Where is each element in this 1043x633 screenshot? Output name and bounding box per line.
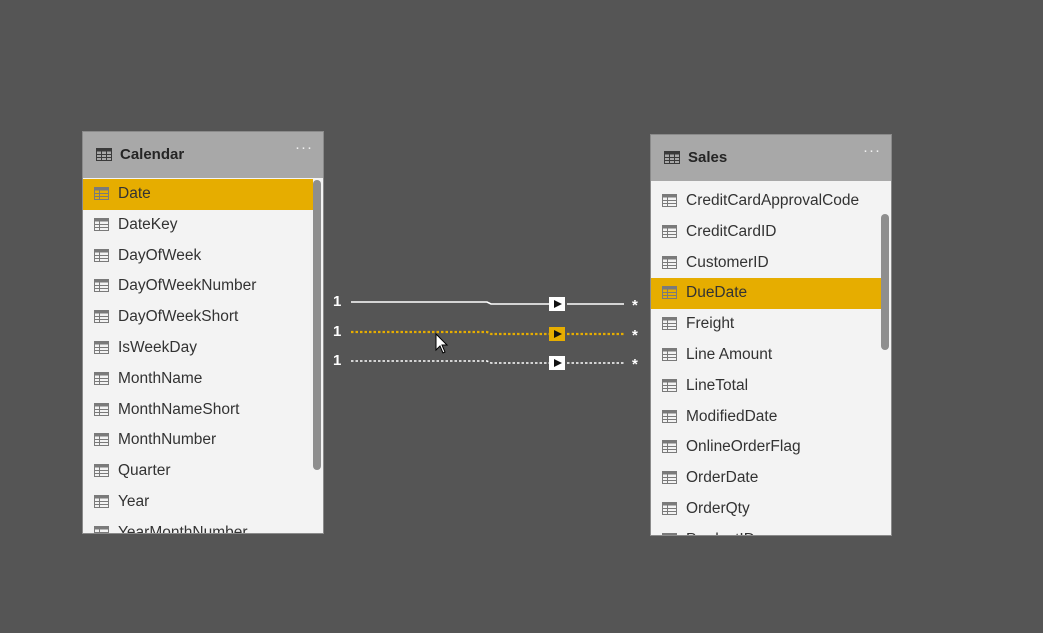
- cardinality-many-label: *: [632, 297, 638, 314]
- sales-field-row[interactable]: OrderQty: [651, 494, 881, 525]
- table-column-icon: [94, 494, 109, 508]
- sales-scrollbar[interactable]: [881, 214, 889, 350]
- field-name: Date: [118, 185, 151, 202]
- calendar-field-row[interactable]: DayOfWeek: [83, 241, 313, 272]
- relationship-3[interactable]: [351, 356, 624, 370]
- calendar-field-row[interactable]: MonthNameShort: [83, 395, 313, 426]
- table-column-icon: [662, 286, 677, 300]
- table-column-icon: [94, 279, 109, 293]
- table-column-icon: [94, 187, 109, 200]
- calendar-field-row[interactable]: DateKey: [83, 210, 313, 241]
- field-name: Line Amount: [686, 345, 773, 363]
- field-name: ProductID: [686, 531, 755, 535]
- table-column-icon: [662, 440, 677, 454]
- sales-more-options-icon[interactable]: ···: [863, 142, 881, 159]
- table-column-icon: [662, 409, 677, 423]
- sales-table-title: Sales: [688, 149, 728, 166]
- field-name: Quarter: [118, 462, 171, 480]
- table-column-icon: [662, 317, 677, 331]
- field-name: CustomerID: [686, 253, 769, 271]
- calendar-field-row[interactable]: Date: [83, 179, 313, 210]
- table-column-icon: [94, 217, 109, 231]
- cardinality-one-label: 1: [333, 323, 342, 340]
- calendar-more-options-icon[interactable]: ···: [295, 139, 313, 156]
- table-column-icon: [94, 371, 109, 385]
- field-name: MonthNumber: [118, 431, 217, 449]
- table-column-icon: [94, 464, 109, 478]
- sales-field-row[interactable]: OnlineOrderFlag: [651, 432, 881, 463]
- table-column-icon: [662, 501, 677, 515]
- field-name: MonthName: [118, 369, 203, 387]
- calendar-field-row[interactable]: DayOfWeekNumber: [83, 271, 313, 302]
- field-name: DueDate: [686, 284, 748, 302]
- field-name: YearMonthNumber: [118, 523, 248, 534]
- calendar-table-title: Calendar: [120, 146, 185, 163]
- table-column-icon: [662, 224, 677, 238]
- mouse-cursor-icon: [435, 332, 449, 354]
- table-column-icon: [94, 433, 109, 447]
- field-name: OnlineOrderFlag: [686, 438, 801, 456]
- sales-field-row[interactable]: LineTotal: [651, 371, 881, 402]
- sales-field-row[interactable]: CustomerID: [651, 248, 881, 279]
- table-column-icon: [662, 194, 677, 207]
- sales-field-row[interactable]: Freight: [651, 309, 881, 340]
- field-name: DayOfWeekNumber: [118, 277, 257, 295]
- field-name: Freight: [686, 315, 735, 333]
- table-column-icon: [662, 347, 677, 361]
- calendar-field-row[interactable]: IsWeekDay: [83, 333, 313, 364]
- calendar-field-row[interactable]: Year: [83, 487, 313, 518]
- field-name: Year: [118, 492, 150, 510]
- table-column-icon: [94, 525, 109, 533]
- cardinality-one-label: 1: [333, 293, 342, 310]
- field-name: DayOfWeekShort: [118, 308, 239, 326]
- field-name: MonthNameShort: [118, 400, 240, 418]
- table-column-icon: [662, 532, 677, 535]
- calendar-field-row[interactable]: Quarter: [83, 456, 313, 487]
- relationship-1[interactable]: [351, 297, 624, 311]
- calendar-field-row[interactable]: DayOfWeekShort: [83, 302, 313, 333]
- table-column-icon: [94, 310, 109, 324]
- calendar-scrollbar[interactable]: [313, 180, 321, 470]
- table-icon: [96, 148, 112, 161]
- cardinality-one-label: 1: [333, 352, 342, 369]
- table-column-icon: [94, 340, 109, 354]
- field-name: ModifiedDate: [686, 407, 778, 425]
- sales-field-row[interactable]: DueDate: [651, 278, 881, 310]
- sales-field-row[interactable]: ModifiedDate: [651, 402, 881, 433]
- sales-field-row[interactable]: CreditCardID: [651, 217, 881, 248]
- table-column-icon: [662, 471, 677, 485]
- sales-field-row[interactable]: OrderDate: [651, 463, 881, 494]
- calendar-table-header[interactable]: Calendar ···: [83, 132, 323, 178]
- relationship-2[interactable]: [351, 327, 624, 341]
- field-name: DayOfWeek: [118, 246, 202, 264]
- table-column-icon: [94, 402, 109, 416]
- table-icon: [664, 151, 680, 164]
- sales-field-row[interactable]: Line Amount: [651, 340, 881, 371]
- calendar-field-row[interactable]: MonthNumber: [83, 425, 313, 456]
- calendar-field-row[interactable]: MonthName: [83, 364, 313, 395]
- field-name: OrderQty: [686, 499, 750, 517]
- cardinality-many-label: *: [632, 356, 638, 373]
- sales-table-header[interactable]: Sales ···: [651, 135, 891, 181]
- field-name: LineTotal: [686, 376, 749, 394]
- table-column-icon: [662, 378, 677, 392]
- field-name: IsWeekDay: [118, 338, 197, 356]
- sales-field-row[interactable]: CreditCardApprovalCode: [651, 186, 881, 217]
- cardinality-many-label: *: [632, 327, 638, 344]
- field-name: CreditCardID: [686, 222, 777, 240]
- field-name: OrderDate: [686, 469, 759, 487]
- sales-field-row[interactable]: ProductID: [651, 525, 881, 535]
- calendar-field-row[interactable]: YearMonthNumber: [83, 518, 313, 534]
- table-column-icon: [94, 248, 109, 262]
- field-name: CreditCardApprovalCode: [686, 192, 860, 209]
- table-column-icon: [662, 255, 677, 269]
- field-name: DateKey: [118, 215, 178, 233]
